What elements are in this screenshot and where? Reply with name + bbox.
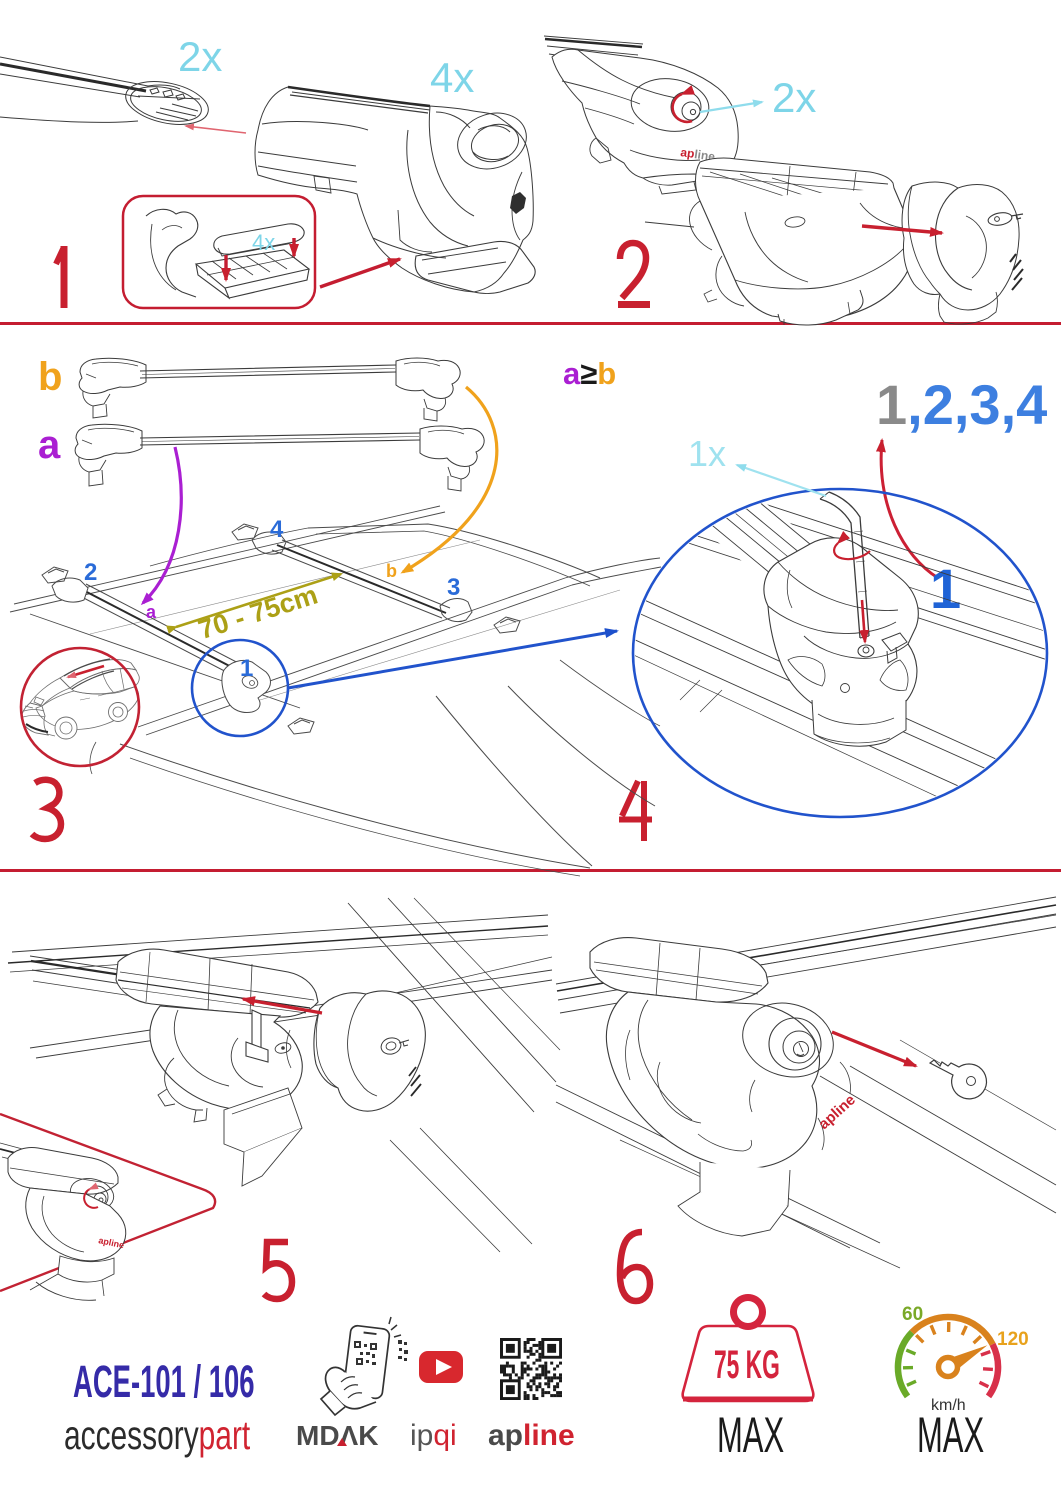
svg-text:1,2,3,4: 1,2,3,4: [876, 373, 1047, 436]
svg-text:60: 60: [902, 1304, 923, 1325]
svg-text:ACE-101 / 106: ACE-101 / 106: [73, 1356, 255, 1407]
svg-text:1x: 1x: [688, 433, 726, 474]
svg-text:2: 2: [84, 559, 97, 586]
svg-text:ipqi: ipqi: [410, 1419, 457, 1452]
svg-text:MAX: MAX: [917, 1406, 984, 1462]
svg-text:4x: 4x: [252, 230, 275, 255]
svg-text:4: 4: [270, 516, 284, 543]
svg-text:a: a: [38, 423, 61, 467]
svg-text:apline: apline: [488, 1419, 575, 1452]
svg-text:b: b: [38, 355, 62, 399]
svg-text:120: 120: [997, 1329, 1029, 1350]
svg-text:MAX: MAX: [717, 1406, 784, 1462]
svg-text:3: 3: [447, 574, 460, 601]
svg-text:1: 1: [240, 655, 253, 682]
svg-text:1: 1: [930, 557, 961, 620]
svg-text:a: a: [146, 602, 157, 622]
svg-text:apline: apline: [680, 145, 717, 164]
svg-text:2x: 2x: [772, 74, 816, 121]
svg-text:4x: 4x: [430, 54, 474, 101]
svg-text:2x: 2x: [178, 33, 222, 80]
svg-text:b: b: [386, 561, 397, 581]
svg-text:km/h: km/h: [931, 1397, 966, 1414]
svg-text:accessorypart: accessorypart: [64, 1412, 250, 1458]
svg-text:MDΛK: MDΛK: [296, 1420, 378, 1451]
svg-text:75 KG: 75 KG: [714, 1342, 780, 1386]
svg-text:a≥b: a≥b: [563, 356, 616, 391]
